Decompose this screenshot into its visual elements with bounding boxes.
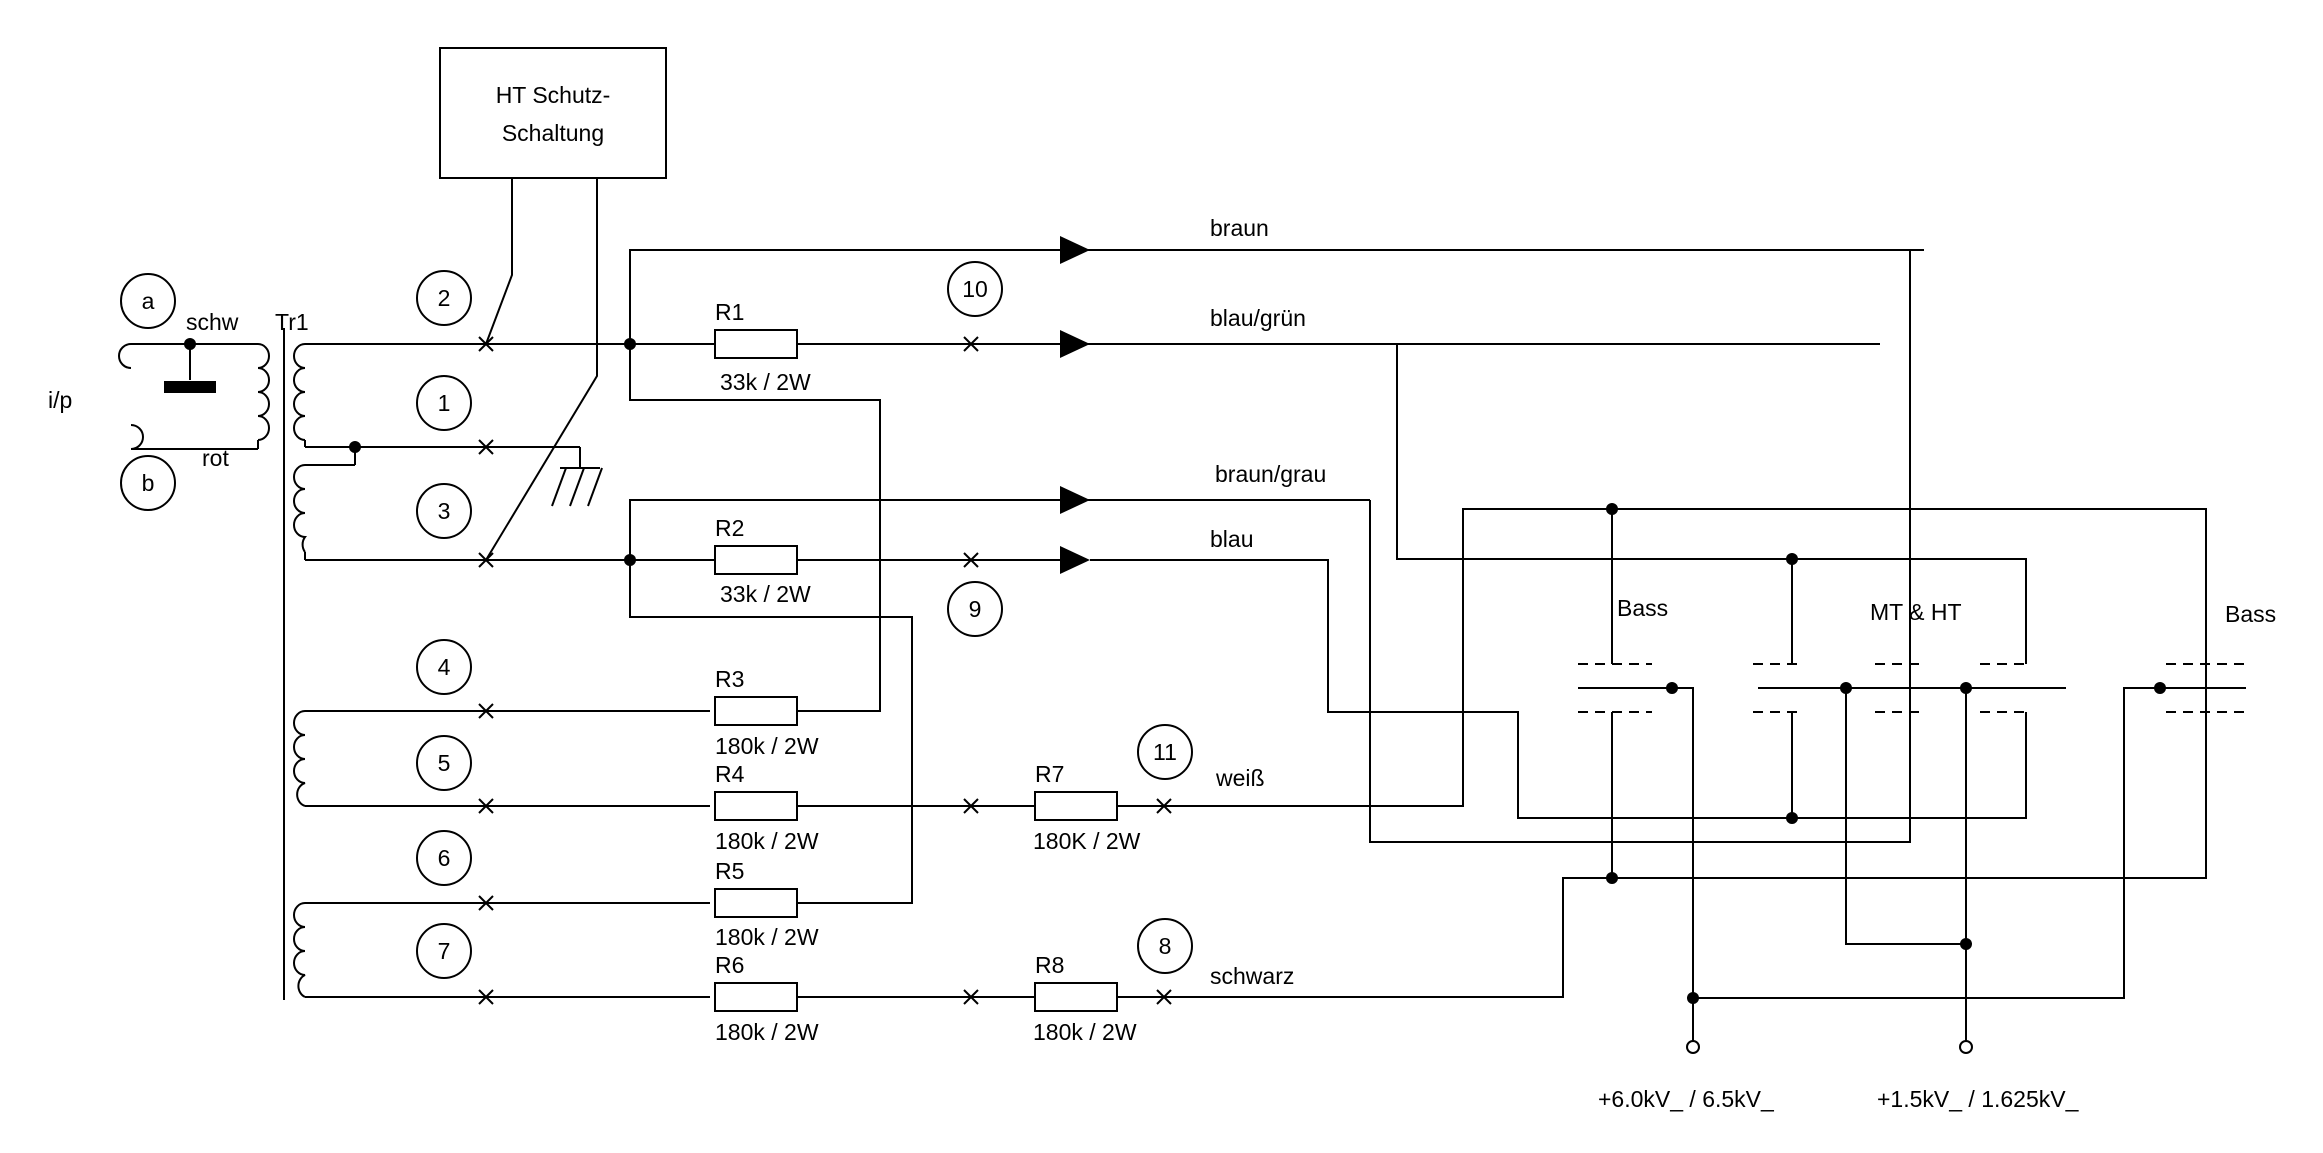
terminal-4-label: 4 — [438, 654, 451, 680]
resistor-r3: R3 180k / 2W — [714, 666, 819, 759]
output-hv-label: +6.0kV_ / 6.5kV_ — [1598, 1086, 1775, 1112]
r7-value: 180K / 2W — [1033, 828, 1141, 854]
resistor-r1: R1 33k / 2W — [714, 299, 811, 395]
terminal-10-label: 10 — [962, 276, 988, 302]
terminal-9-label: 9 — [969, 596, 982, 622]
capacitor-bass-left — [1578, 503, 1694, 998]
terminal-7-label: 7 — [438, 938, 451, 964]
r5-value: 180k / 2W — [715, 924, 819, 950]
terminal-11-label: 11 — [1153, 739, 1177, 765]
protection-label-line2: Schaltung — [502, 120, 604, 146]
bass-left-label: Bass — [1617, 595, 1668, 621]
terminal-6-label: 6 — [438, 845, 451, 871]
tr1-label: Tr1 — [275, 309, 309, 335]
schw-label: schw — [186, 309, 239, 335]
mt-ht-label: MT & HT — [1870, 599, 1962, 625]
r1-name: R1 — [715, 299, 744, 325]
r3-name: R3 — [715, 666, 744, 692]
r1-value: 33k / 2W — [720, 369, 811, 395]
r7-name: R7 — [1035, 761, 1064, 787]
input-label: i/p — [48, 387, 72, 413]
r4-value: 180k / 2W — [715, 828, 819, 854]
wire-label-schwarz: schwarz — [1210, 963, 1294, 989]
wire-label-braun: braun — [1210, 215, 1269, 241]
input-section: a b i/p schw rot — [48, 273, 270, 511]
resistor-r2: R2 33k / 2W — [714, 515, 811, 607]
r6-value: 180k / 2W — [715, 1019, 819, 1045]
wire-label-braun-grau: braun/grau — [1215, 461, 1326, 487]
ground-icon — [551, 467, 603, 507]
resistor-r5: R5 180k / 2W — [714, 858, 819, 950]
capacitor-mt-ht — [1753, 250, 2066, 1036]
resistor-r6: R6 180k / 2W — [714, 952, 819, 1045]
r5-name: R5 — [715, 858, 744, 884]
terminal-2-label: 2 — [438, 285, 451, 311]
signal-arrows — [1060, 236, 1090, 574]
output-lv: +1.5kV_ / 1.625kV_ — [1877, 944, 2080, 1112]
capacitor-bass-right — [1693, 509, 2246, 999]
terminal-1-label: 1 — [438, 390, 451, 416]
resistor-r4: R4 180k / 2W — [714, 761, 819, 854]
r8-value: 180k / 2W — [1033, 1019, 1137, 1045]
protection-label-line1: HT Schutz- — [496, 82, 611, 108]
protection-box — [439, 47, 667, 179]
terminal-labels: 2 1 3 4 5 6 7 10 9 11 8 — [416, 261, 1193, 979]
terminal-crosses — [478, 336, 1172, 1005]
output-hv: +6.0kV_ / 6.5kV_ — [1598, 992, 1775, 1112]
r2-value: 33k / 2W — [720, 581, 811, 607]
wire-label-blau: blau — [1210, 526, 1253, 552]
wire-label-weiss: weiß — [1215, 765, 1265, 791]
output-lv-label: +1.5kV_ / 1.625kV_ — [1877, 1086, 2080, 1112]
input-b-label: b — [142, 470, 155, 496]
input-a-label: a — [142, 288, 155, 314]
resistor-r7: R7 180K / 2W — [1033, 761, 1141, 854]
r6-name: R6 — [715, 952, 744, 978]
wire-label-blau-gruen: blau/grün — [1210, 305, 1306, 331]
bass-right-label: Bass — [2225, 601, 2276, 627]
r3-value: 180k / 2W — [715, 733, 819, 759]
r2-name: R2 — [715, 515, 744, 541]
terminal-3-label: 3 — [438, 498, 451, 524]
r8-name: R8 — [1035, 952, 1064, 978]
r4-name: R4 — [715, 761, 745, 787]
terminal-5-label: 5 — [438, 750, 451, 776]
rot-label: rot — [202, 445, 229, 471]
terminal-8-label: 8 — [1159, 933, 1172, 959]
transformer-tr1: Tr1 — [275, 309, 356, 1000]
resistor-r8: R8 180k / 2W — [1033, 952, 1137, 1045]
